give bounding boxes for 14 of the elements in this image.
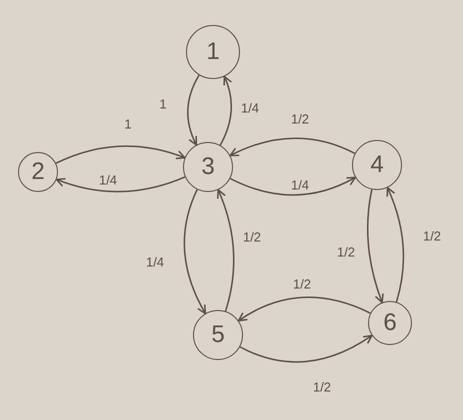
arrow (386, 186, 404, 302)
arrow (229, 138, 356, 156)
arrow (366, 189, 384, 304)
arrow (240, 334, 373, 363)
edge-label: 1 (157, 98, 169, 110)
arrow (216, 189, 234, 312)
arrow (56, 176, 186, 192)
arrow (238, 296, 371, 322)
edge-label: 1 (122, 118, 134, 130)
arrow (56, 145, 186, 164)
arrow (187, 74, 200, 146)
arrow (220, 76, 232, 146)
arrow (184, 189, 206, 314)
arrow (230, 176, 356, 196)
